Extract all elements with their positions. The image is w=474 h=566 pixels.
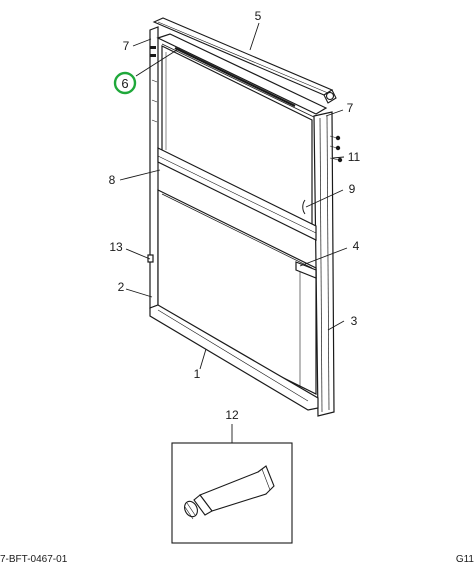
- sealant-tube-icon: [184, 465, 275, 520]
- highlight-ring: [113, 71, 137, 95]
- callout-5: 5: [255, 9, 262, 23]
- callout-9: 9: [349, 182, 356, 196]
- callout-7-top: 7: [123, 39, 130, 53]
- leader-lines: [119, 22, 348, 443]
- callout-8: 8: [109, 173, 116, 187]
- bottom-frame: [147, 254, 319, 411]
- callout-2: 2: [118, 280, 125, 294]
- callout-4: 4: [353, 239, 360, 253]
- top-seal-strip: [152, 17, 337, 104]
- callout-6: 6: [121, 76, 128, 91]
- drawing-number: 7-BFT-0467-01: [0, 554, 68, 565]
- sheet-code: G11: [456, 554, 474, 565]
- callout-3: 3: [351, 314, 358, 328]
- upper-frame: [149, 26, 328, 309]
- callout-12: 12: [225, 408, 239, 422]
- sealant-tube-inset: [171, 442, 293, 544]
- mid-rail: [157, 147, 317, 241]
- callout-13: 13: [109, 240, 123, 254]
- callout-1: 1: [194, 367, 201, 381]
- callout-11: 11: [348, 150, 361, 164]
- callout-7-right: 7: [347, 101, 354, 115]
- right-upright: [313, 111, 343, 417]
